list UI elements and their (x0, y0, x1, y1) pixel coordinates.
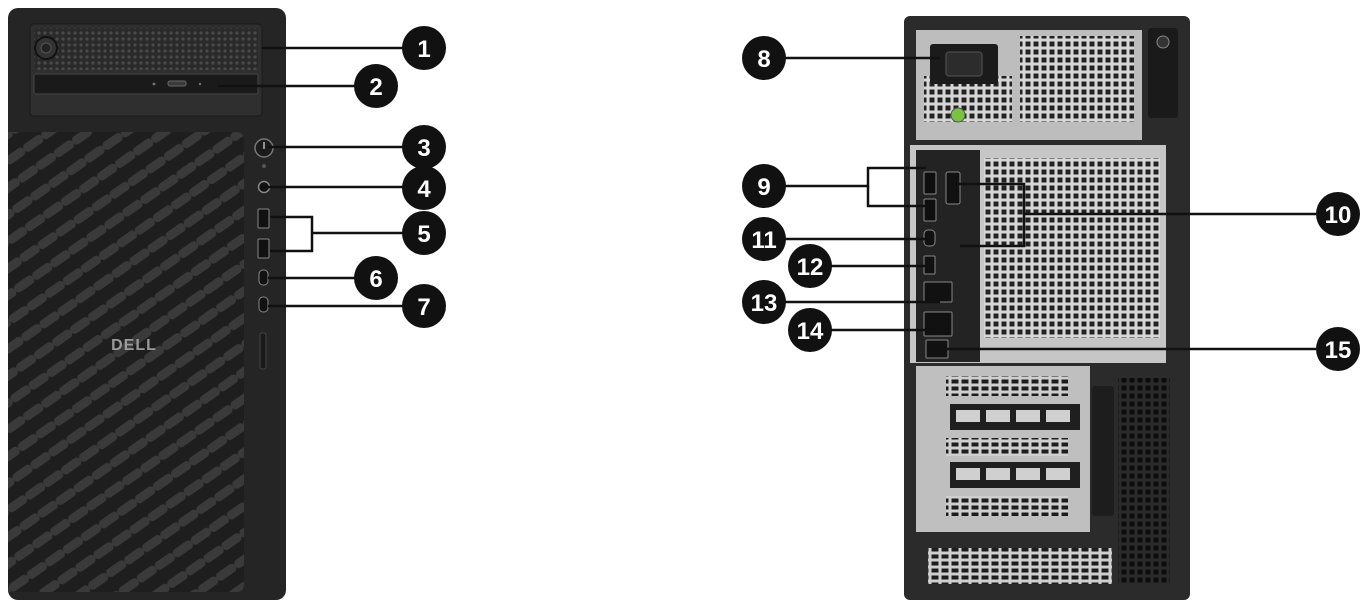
usb-c-port-2[interactable] (258, 296, 269, 313)
callout-3: 3 (402, 125, 446, 169)
callout-5: 5 (402, 211, 446, 255)
rear-usb-a-ports-bottom[interactable] (923, 311, 953, 337)
svg-text:6: 6 (369, 266, 382, 293)
card-retention-bracket[interactable] (1092, 386, 1114, 516)
callout-15: 15 (1316, 327, 1360, 371)
audio-jack[interactable] (257, 180, 271, 194)
side-dark-vent (1118, 378, 1170, 584)
front-grille (8, 132, 244, 592)
rear-usb-a-ports-top[interactable] (923, 281, 953, 303)
callout-13: 13 (742, 280, 786, 324)
slot-vent-1 (946, 376, 1068, 396)
sd-card-slot[interactable] (259, 332, 267, 370)
displayport-2[interactable] (923, 198, 937, 222)
displayport-1[interactable] (923, 171, 937, 195)
usb-a-port-1[interactable] (257, 208, 270, 229)
svg-text:4: 4 (417, 176, 431, 203)
callout-9: 9 (742, 164, 786, 208)
dell-logo: DELL (111, 337, 157, 354)
optical-drive[interactable] (33, 73, 259, 95)
status-led (262, 164, 266, 168)
slot-vent-3 (946, 496, 1068, 516)
svg-text:11: 11 (751, 227, 776, 254)
psu-vent (1020, 36, 1134, 122)
svg-text:8: 8 (757, 46, 770, 73)
top-mesh-vent (34, 28, 258, 70)
serial-port[interactable] (945, 171, 961, 205)
bottom-vent (928, 548, 1112, 584)
callout-4: 4 (402, 166, 446, 210)
callout-2: 2 (354, 64, 398, 108)
svg-text:2: 2 (369, 74, 382, 101)
callout-7: 7 (402, 284, 446, 328)
callout-10: 10 (1316, 192, 1360, 236)
svg-text:15: 15 (1325, 337, 1352, 364)
usb-c-port-1[interactable] (258, 269, 269, 286)
ethernet-port[interactable] (925, 339, 949, 359)
callout-8: 8 (742, 36, 786, 80)
svg-text:12: 12 (797, 254, 824, 281)
svg-text:10: 10 (1325, 202, 1352, 229)
svg-text:3: 3 (417, 135, 430, 162)
front-view: DELL (8, 8, 286, 600)
side-latch[interactable] (1148, 28, 1178, 118)
svg-text:14: 14 (797, 318, 824, 345)
callout-6: 6 (354, 256, 398, 300)
slot-vent-2 (946, 438, 1068, 456)
callout-11: 11 (742, 217, 786, 261)
svg-text:13: 13 (751, 290, 778, 317)
svg-text:1: 1 (417, 36, 430, 63)
svg-text:5: 5 (417, 221, 430, 248)
svg-text:9: 9 (757, 174, 770, 201)
rear-fan-vent (984, 158, 1160, 338)
svg-text:7: 7 (417, 294, 430, 321)
psu-led-indicator (950, 107, 966, 123)
callout-14: 14 (788, 308, 832, 352)
rear-view (904, 16, 1190, 600)
usb-a-port-2[interactable] (257, 238, 270, 259)
callout-1: 1 (402, 26, 446, 70)
callout-12: 12 (788, 244, 832, 288)
leader-lines (218, 46, 1316, 351)
